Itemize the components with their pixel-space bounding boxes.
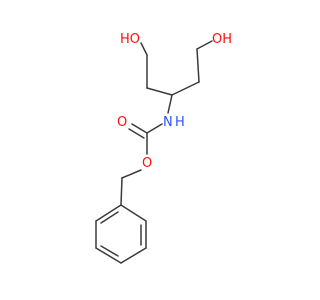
bond-c-o-double-1 [131,123,148,134]
bond-ho-ch2 [140,42,148,56]
ester-oxygen-label: O [142,156,152,171]
carbonyl-oxygen-label: O [117,115,127,130]
ring-double-bond-3 [100,211,119,224]
bond-ch2-ch [171,81,200,96]
bond-n-c [146,123,163,134]
bond-ch2-ring [120,177,123,206]
ring-bond-3 [120,247,147,264]
bond-oester-ch2 [121,169,142,179]
nitrogen-hydrogen-label: H [175,115,185,130]
bond-oh-ch2 [196,40,213,50]
structure-diagram: HO OH N H O O [95,32,232,264]
ring-bond-4 [95,247,122,264]
nitrogen-label: N [163,115,173,130]
bond-ch2-ch2 [196,48,200,83]
bond-ch-n [167,94,173,114]
bond-c-o-double-2 [128,128,145,139]
ring-double-bond-2 [100,245,119,257]
bond-ch-ch2-left [146,87,173,96]
hydroxyl-label-right: OH [212,32,232,47]
ring-bond-6 [95,204,122,222]
hydroxyl-label-left: HO [120,32,140,47]
ring-bond-1 [120,204,147,222]
